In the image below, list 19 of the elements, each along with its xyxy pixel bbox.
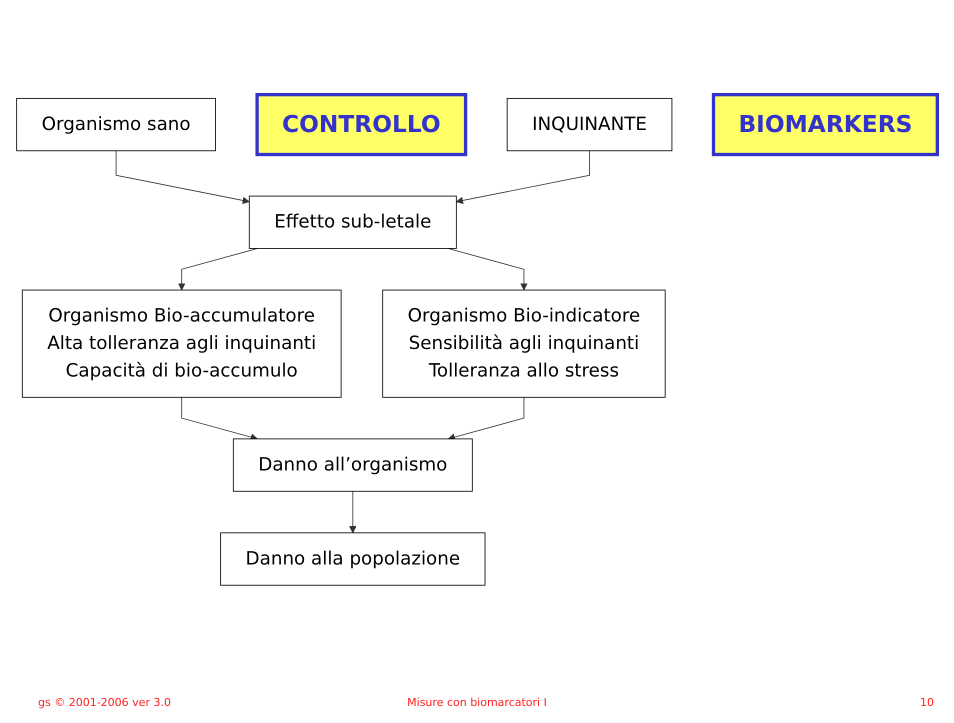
- arrow: [456, 150, 590, 204]
- footer-title: Misure con biomarcatori I: [407, 696, 547, 709]
- node-box: Danno all’organismo: [232, 438, 473, 492]
- node-box: CONTROLLO: [255, 93, 468, 156]
- node-box: Organismo Bio-indicatore Sensibilità agli inquinanti Tolleranza allo stress: [382, 290, 666, 398]
- node-box: Organismo sano: [16, 98, 216, 152]
- arrow: [181, 396, 258, 441]
- node-box: INQUINANTE: [506, 98, 672, 152]
- node-box: BIOMARKERS: [712, 93, 939, 156]
- node-box: Effetto sub-letale: [248, 196, 457, 249]
- arrow: [448, 248, 528, 290]
- node-box: Danno alla popolazione: [220, 532, 486, 586]
- node-box: Organismo Bio-accumulatore Alta tolleranza agli inquinanti Capacità di bio-accumulo: [22, 290, 342, 398]
- arrow: [178, 248, 258, 290]
- arrow: [116, 150, 250, 204]
- footer-text: gs © 2001-2006 ver 3.0: [38, 696, 171, 709]
- page-number: 10: [920, 696, 934, 709]
- arrow: [349, 490, 356, 534]
- arrow: [448, 396, 524, 441]
